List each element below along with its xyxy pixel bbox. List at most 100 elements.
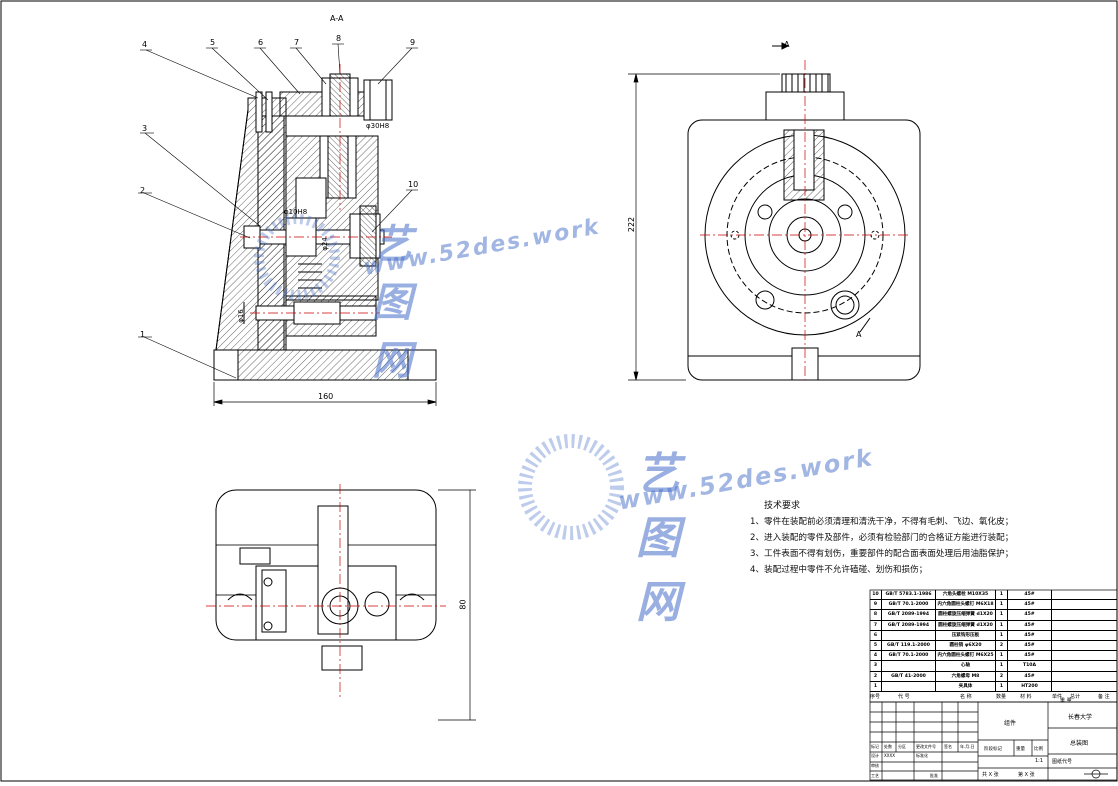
bom-header-name: 名 称 — [960, 694, 972, 700]
tb-label-process: 工艺 — [871, 773, 879, 778]
bom-cell-code — [882, 661, 936, 672]
side-centerlines — [700, 60, 910, 380]
bom-cell-mat: 45# — [1008, 671, 1052, 682]
dim-mid-label: φ24 — [320, 237, 329, 251]
tb-scale: 1:1 — [1035, 758, 1044, 764]
bom-header-unit_weight: 单件 — [1052, 694, 1063, 700]
bom-header-qty: 数量 — [996, 694, 1007, 700]
bom-cell-code — [882, 681, 936, 692]
bom-cell-qty: 2 — [996, 671, 1008, 682]
bom-cell-name: 夹具体 — [936, 681, 996, 692]
tb-design-name: XXXX — [884, 753, 895, 758]
callout-6: 6 — [258, 38, 264, 47]
bom-header-weight: 重 量 — [1060, 698, 1072, 704]
tb-label-design: 设计 — [871, 753, 879, 758]
bom-cell-mat: 45# — [1008, 600, 1052, 611]
tb-sheet-no: 第 X 张 — [1018, 772, 1035, 778]
bom-cell-mat: 45# — [1008, 641, 1052, 652]
section-label: A-A — [330, 14, 344, 23]
callout-leaders — [138, 43, 418, 379]
callout-10: 10 — [408, 180, 419, 189]
tech-req-item-1: 1、零件在装配前必须清理和清洗干净，不得有毛刺、飞边、氧化皮； — [750, 517, 1014, 527]
section-arrows — [772, 42, 871, 333]
tb-label-weight: 重量 — [1016, 747, 1025, 752]
bom-cell-qty: 1 — [996, 651, 1008, 662]
bom-cell-mat: 45# — [1008, 651, 1052, 662]
bom-cell-mat: 45# — [1008, 630, 1052, 641]
bom-cell-code: GB/T 5783.1-1986 — [882, 590, 936, 601]
callout-1: 1 — [140, 330, 146, 339]
tb-label-review: 审核 — [871, 763, 879, 768]
bom-cell-code: GB/T 41-2000 — [882, 671, 936, 682]
bom-cell-no: 9 — [870, 600, 882, 611]
plan-view — [215, 489, 437, 671]
tb-label-sign: 签名 — [944, 744, 952, 749]
dim-plan-label: 80 — [458, 599, 468, 610]
tb-label-stage-mark: 阶段标记 — [984, 747, 1002, 752]
bom-cell-qty: 1 — [996, 600, 1008, 611]
bom-cell-code: GB/T 70.1-2000 — [882, 600, 936, 611]
tb-label-zone: 分区 — [898, 744, 906, 749]
bom-cell-qty: 1 — [996, 630, 1008, 641]
tb-label-date: 年.月.日 — [960, 744, 975, 749]
bom-header-mat: 材 料 — [1020, 694, 1032, 700]
bom-header-remark: 备 注 — [1098, 694, 1110, 700]
callout-8: 8 — [336, 34, 342, 43]
bom-header-total_weight: 总计 — [1070, 694, 1081, 700]
bom-cell-code: GB/T 119.1-2000 — [882, 641, 936, 652]
plan-centerlines — [206, 484, 446, 700]
dim-width — [213, 382, 437, 406]
bom-cell-no: 6 — [870, 630, 882, 641]
bom-header-code: 代 号 — [898, 694, 910, 700]
callout-4: 4 — [142, 40, 148, 49]
view-arrow-label-bottom: A — [856, 330, 862, 339]
bom-cell-qty: 1 — [996, 610, 1008, 621]
bom-cell-name: 圆柱螺旋压缩弹簧 d1X20 — [936, 620, 996, 631]
dim-bore-label: φ30H8 — [366, 122, 390, 130]
bom-cell-code: GB/T 2089-1994 — [882, 610, 936, 621]
tech-req-item-2: 2、进入装配的零件及部件，必须有检验部门的合格证方能进行装配； — [750, 533, 1014, 543]
bom-cell-no: 5 — [870, 641, 882, 652]
tb-label-mark: 标记 — [871, 744, 879, 749]
technical-requirements: 技术要求 1、零件在装配前必须清理和清洗干净，不得有毛刺、飞边、氧化皮； 2、进… — [750, 498, 1090, 578]
bom-cell-no: 4 — [870, 651, 882, 662]
bom-cell-qty: 1 — [996, 681, 1008, 692]
bom-cell-mat: HT200 — [1008, 681, 1052, 692]
callout-9: 9 — [410, 38, 416, 47]
tb-sheet-total: 共 X 张 — [982, 772, 999, 778]
view-arrow-label-top: A — [784, 40, 790, 49]
bom-cell-no: 8 — [870, 610, 882, 621]
dim-plan — [438, 489, 476, 721]
dim-small-label: φ10H8 — [284, 208, 308, 216]
bom-cell-name: 内六角圆柱头螺钉 M6X25 — [936, 651, 996, 662]
bom-cell-name: 圆柱销 φ6X20 — [936, 641, 996, 652]
bom-cell-no: 1 — [870, 681, 882, 692]
title-block-lines — [869, 701, 1118, 781]
dim-height-label: 222 — [627, 216, 637, 233]
callout-3: 3 — [142, 124, 148, 133]
bom-cell-name: 六角螺母 M8 — [936, 671, 996, 682]
tb-label-ratio: 比例 — [1034, 747, 1043, 752]
tb-assembly: 组件 — [1004, 720, 1017, 727]
tb-drawing-code-label: 图纸代号 — [1052, 759, 1073, 765]
bom-cell-qty: 1 — [996, 661, 1008, 672]
callout-7: 7 — [294, 38, 300, 47]
tech-req-item-4: 4、装配过程中零件不允许磕碰、划伤和损伤； — [750, 565, 928, 575]
bom-cell-qty: 2 — [996, 641, 1008, 652]
bom-cell-mat: T10A — [1008, 661, 1052, 672]
bom-cell-code: GB/T 70.1-2000 — [882, 651, 936, 662]
callout-2: 2 — [140, 186, 146, 195]
tb-drawing-name: 总装图 — [1070, 740, 1089, 747]
bom-cell-no: 2 — [870, 671, 882, 682]
tb-label-standard: 标准化 — [916, 753, 928, 758]
dim-width-label: 160 — [318, 392, 334, 401]
section-view — [213, 73, 437, 381]
bom-cell-qty: 1 — [996, 590, 1008, 601]
